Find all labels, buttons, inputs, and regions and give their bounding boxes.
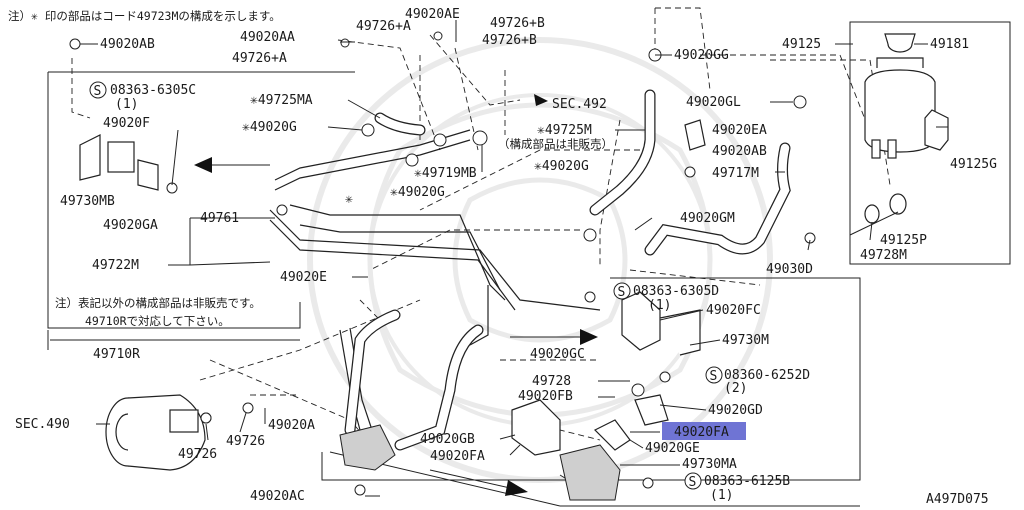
- part-label: 49730MA: [682, 457, 737, 472]
- part-label: (2): [724, 381, 747, 396]
- part-label: 08363-6125B: [704, 474, 790, 489]
- part-label: (1): [710, 488, 733, 503]
- reservoir-bracket: [924, 109, 949, 151]
- part-label: 49020GD: [708, 403, 763, 418]
- note-not-sold: （構成部品は非販売）: [498, 137, 613, 151]
- part-label: ✳49020G: [242, 120, 297, 135]
- circled-s-4: S: [689, 475, 697, 490]
- part-label: 49125P: [880, 233, 927, 248]
- part-label: 49020FA: [430, 449, 485, 464]
- part-label: 49020GA: [103, 218, 158, 233]
- part-label: 49020GL: [686, 95, 741, 110]
- part-label: 49728: [532, 374, 571, 389]
- note-mid-2: 49710Rで対応して下さい。: [85, 314, 230, 328]
- part-label: 49726: [226, 434, 265, 449]
- part-label: 49722M: [92, 258, 139, 273]
- part-label: 49020FB: [518, 389, 573, 404]
- part-label: (1): [115, 97, 138, 112]
- circled-s-1: S: [94, 84, 102, 99]
- part-label: 08363-6305D: [633, 284, 719, 299]
- part-label: 49020E: [280, 270, 327, 285]
- part-label: 49726+A: [356, 19, 411, 34]
- hoses: [344, 89, 791, 451]
- note-mid-1: 注）表記以外の構成部品は非販売です。: [55, 296, 261, 310]
- part-label: 49761: [200, 211, 239, 226]
- part-label: 49730M: [722, 333, 769, 348]
- part-label: 49020AB: [100, 37, 155, 52]
- part-label: 49020GM: [680, 211, 735, 226]
- part-label: 49726+B: [490, 16, 545, 31]
- part-label: 49728M: [860, 248, 907, 263]
- reservoir-tank: [864, 33, 936, 159]
- part-label: 49020A: [268, 418, 315, 433]
- part-label: 49710R: [93, 347, 140, 362]
- part-label: ✳49719MB: [414, 166, 477, 181]
- part-label: ✳49725M: [537, 123, 592, 138]
- part-label: 49726: [178, 447, 217, 462]
- part-label: 49020EA: [712, 123, 767, 138]
- part-label: 49020GC: [530, 347, 585, 362]
- part-label: 49726+A: [232, 51, 287, 66]
- part-label: 49181: [930, 37, 969, 52]
- part-labels: 49020AB 49020AE 49726+B 49020AA 49726+A …: [15, 7, 997, 504]
- reservoir-box: [849, 21, 1011, 265]
- leader-lines: [47, 20, 948, 497]
- part-label: 49030D: [766, 262, 813, 277]
- part-label: 49726+B: [482, 33, 537, 48]
- part-label: ✳49725MA: [250, 93, 313, 108]
- diagram-code: A497D075: [926, 492, 989, 507]
- selected-part-highlight: [662, 422, 746, 440]
- group-outline-main: [47, 71, 861, 507]
- part-label: SEC.492: [552, 97, 607, 112]
- circled-s-2: S: [618, 285, 626, 300]
- circled-s-marks: S S S S: [89, 81, 723, 490]
- circled-s-3: S: [710, 369, 718, 384]
- part-label: SEC.490: [15, 417, 70, 432]
- brackets: [79, 119, 706, 501]
- part-label: 49717M: [712, 166, 759, 181]
- part-label: 08363-6305C: [110, 83, 196, 98]
- part-label: 49020AA: [240, 30, 295, 45]
- part-label: (1): [648, 298, 671, 313]
- part-label: 49125G: [950, 157, 997, 172]
- part-label: ✳: [345, 192, 353, 207]
- part-label: 08360-6252D: [724, 368, 810, 383]
- part-label: ✳49020G: [390, 185, 445, 200]
- notes: 注）✳ 印の部品はコード49723Mの構成を示します。 注）表記以外の構成部品は…: [8, 9, 989, 507]
- part-label: 49730MB: [60, 194, 115, 209]
- part-label: 49125: [782, 37, 821, 52]
- part-label: 49020AC: [250, 489, 305, 504]
- part-label: 49020AE: [405, 7, 460, 22]
- part-label: 49020GB: [420, 432, 475, 447]
- grommets: [864, 193, 907, 224]
- part-label: 49020GG: [674, 48, 729, 63]
- part-label: 49020GE: [645, 441, 700, 456]
- part-label: 49020AB: [712, 144, 767, 159]
- note-top: 注）✳ 印の部品はコード49723Mの構成を示します。: [8, 9, 281, 23]
- part-label: 49020FC: [706, 303, 761, 318]
- part-label: 49020F: [103, 116, 150, 131]
- part-label: ✳49020G: [534, 159, 589, 174]
- direction-arrows: [194, 94, 598, 496]
- part-label-highlighted[interactable]: 49020FA: [674, 425, 729, 440]
